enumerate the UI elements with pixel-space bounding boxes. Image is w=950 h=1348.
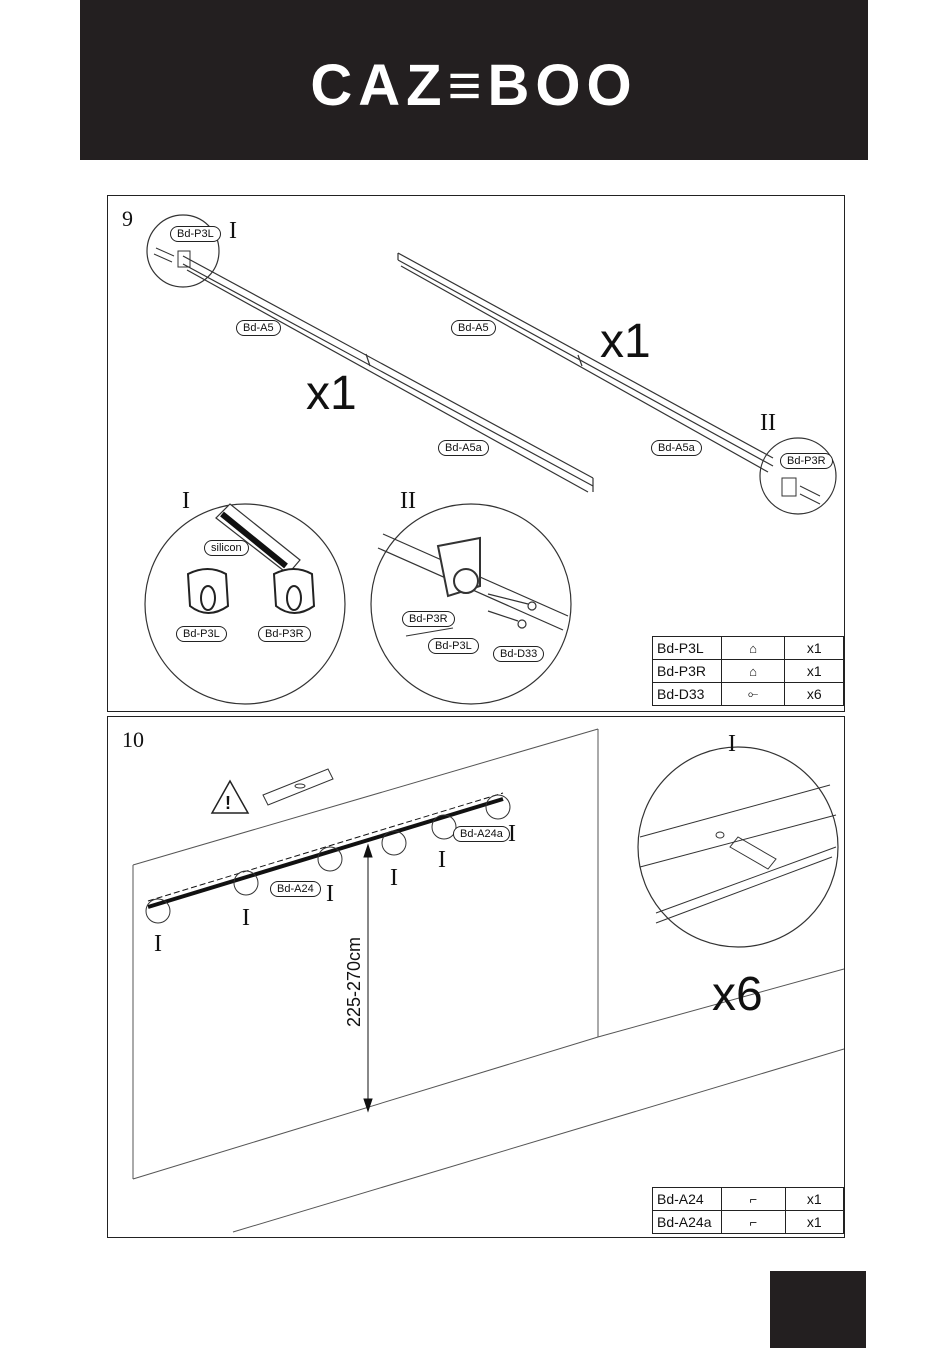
table-row: Bd-D33 ⟜ x6 — [653, 683, 844, 706]
brand-logo: CAZ≡BOO — [80, 52, 868, 119]
rail-detail — [640, 785, 836, 923]
callout-roman: I — [438, 847, 446, 874]
part-label: Bd-P3R — [780, 453, 833, 469]
table-row: Bd-P3R ⌂ x1 — [653, 660, 844, 683]
part-label: Bd-A5a — [651, 440, 702, 456]
bracket-left-icon: ⌂ — [721, 637, 785, 660]
rail-profile-icon: ⌐ — [721, 1188, 785, 1211]
part-qty: x1 — [785, 660, 844, 683]
quantity-label: x1 — [306, 366, 357, 421]
callout-roman: I — [242, 905, 250, 932]
callout-roman: I — [728, 731, 736, 758]
part-qty: x1 — [785, 1188, 843, 1211]
bracket-right — [782, 478, 820, 504]
part-label: Bd-P3R — [402, 611, 455, 627]
step-number: 9 — [122, 206, 133, 232]
callout-roman: II — [400, 488, 416, 515]
height-label: 225-270cm — [344, 937, 365, 1027]
step-number: 10 — [122, 727, 144, 753]
part-code: Bd-P3L — [653, 637, 722, 660]
parts-table-step-10: Bd-A24 ⌐ x1 Bd-A24a ⌐ x1 — [652, 1187, 844, 1234]
brand-header: CAZ≡BOO — [80, 0, 868, 160]
bracket-p3r-large — [274, 569, 314, 613]
rail-left — [183, 256, 593, 492]
part-qty: x1 — [785, 1211, 843, 1234]
svg-text:!: ! — [225, 793, 231, 813]
detail-circle — [638, 747, 838, 947]
part-label: Bd-A5a — [438, 440, 489, 456]
part-code: Bd-D33 — [653, 683, 722, 706]
callout-roman: I — [390, 865, 398, 892]
screw-icon: ⟜ — [721, 683, 785, 706]
warning-icon: ! — [212, 781, 248, 813]
page-tab — [770, 1271, 866, 1348]
callout-roman: II — [760, 410, 776, 437]
callout-roman: I — [508, 821, 516, 848]
step-9-panel: 9 I Bd-P3L Bd-A5 Bd-A5 Bd-A5a Bd-A5a II … — [107, 195, 845, 712]
rail-profile-icon: ⌐ — [721, 1211, 785, 1234]
callout-roman: I — [326, 881, 334, 908]
part-label: Bd-P3L — [428, 638, 479, 654]
part-label: silicon — [204, 540, 249, 556]
spirit-level-icon — [263, 769, 333, 805]
bracket-right-icon: ⌂ — [721, 660, 785, 683]
silicon-tube-icon — [216, 504, 300, 574]
part-qty: x6 — [785, 683, 844, 706]
part-label: Bd-D33 — [493, 646, 544, 662]
callout-roman: I — [229, 218, 237, 245]
callout-roman: I — [154, 931, 162, 958]
part-label: Bd-A5 — [451, 320, 496, 336]
callout-roman: I — [182, 488, 190, 515]
part-label: Bd-A24a — [453, 826, 510, 842]
quantity-label: x1 — [600, 314, 651, 369]
quantity-label: x6 — [712, 967, 763, 1022]
part-label: Bd-P3L — [170, 226, 221, 242]
part-label: Bd-P3R — [258, 626, 311, 642]
part-qty: x1 — [785, 637, 844, 660]
part-label: Bd-P3L — [176, 626, 227, 642]
parts-table-step-9: Bd-P3L ⌂ x1 Bd-P3R ⌂ x1 Bd-D33 ⟜ x6 — [652, 636, 844, 706]
part-code: Bd-P3R — [653, 660, 722, 683]
part-label: Bd-A24 — [270, 881, 321, 897]
table-row: Bd-P3L ⌂ x1 — [653, 637, 844, 660]
table-row: Bd-A24a ⌐ x1 — [653, 1211, 844, 1234]
height-arrow — [364, 845, 372, 1111]
part-code: Bd-A24a — [653, 1211, 722, 1234]
bracket-p3l-large — [188, 569, 228, 613]
detail-circle-right — [760, 438, 836, 514]
part-label: Bd-A5 — [236, 320, 281, 336]
part-code: Bd-A24 — [653, 1188, 722, 1211]
step-10-panel: ! 10 Bd-A24 Bd-A24a 225-270cm I I I I I … — [107, 716, 845, 1238]
table-row: Bd-A24 ⌐ x1 — [653, 1188, 844, 1211]
